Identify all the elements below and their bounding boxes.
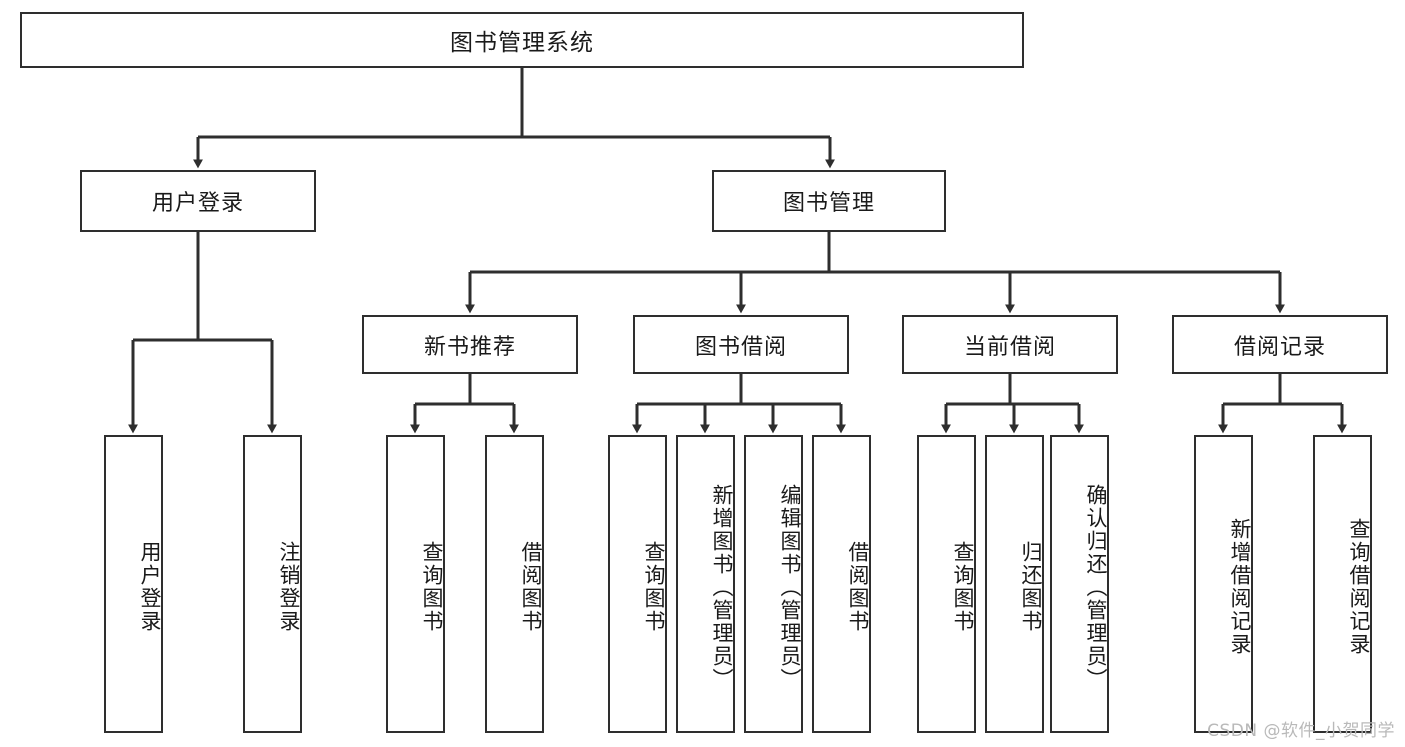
edge-group-book-borrow [632,374,846,434]
node-leaf-query-book-2[interactable]: 查询图书 [608,435,667,733]
node-new-book-recommend[interactable]: 新书推荐 [362,315,578,374]
node-leaf-query-borrow-record[interactable]: 查询借阅记录 [1313,435,1372,733]
node-book-manage[interactable]: 图书管理 [712,170,946,232]
node-leaf-return-book[interactable]: 归还图书 [985,435,1044,733]
node-current-borrow[interactable]: 当前借阅 [902,315,1118,374]
node-leaf-confirm-return[interactable]: 确认归还（管理员） [1050,435,1109,733]
node-leaf-add-borrow-record[interactable]: 新增借阅记录 [1194,435,1253,733]
node-root[interactable]: 图书管理系统 [20,12,1024,68]
node-leaf-borrow-book-2[interactable]: 借阅图书 [812,435,871,733]
edge-group-root [193,68,835,169]
node-leaf-add-book[interactable]: 新增图书（管理员） [676,435,735,733]
watermark: CSDN @软件_小贺同学 [1207,721,1395,741]
node-leaf-query-book-1[interactable]: 查询图书 [386,435,445,733]
edge-group-user-login [128,232,277,434]
node-leaf-edit-book[interactable]: 编辑图书（管理员） [744,435,803,733]
edge-group-borrow-record [1218,374,1347,434]
edge-group-new-book-recommend [410,374,519,434]
node-user-login[interactable]: 用户登录 [80,170,316,232]
node-book-borrow[interactable]: 图书借阅 [633,315,849,374]
node-leaf-query-book-3[interactable]: 查询图书 [917,435,976,733]
node-leaf-user-login[interactable]: 用户登录 [104,435,163,733]
edge-group-book-manage [465,232,1285,314]
node-leaf-logout[interactable]: 注销登录 [243,435,302,733]
node-leaf-borrow-book-1[interactable]: 借阅图书 [485,435,544,733]
node-borrow-record[interactable]: 借阅记录 [1172,315,1388,374]
edge-group-current-borrow [941,374,1084,434]
